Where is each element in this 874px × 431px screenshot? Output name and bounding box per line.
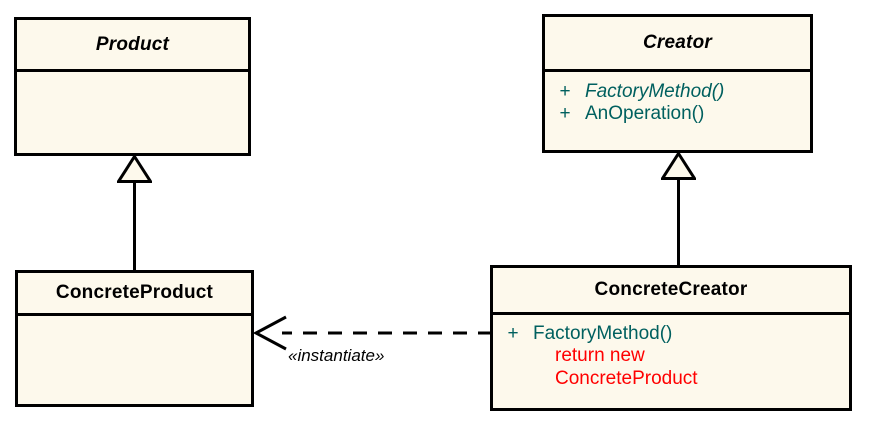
dependency-stereotype-label: «instantiate»: [288, 346, 385, 365]
member-name-anoperation: AnOperation(): [585, 103, 705, 125]
class-name-compartment-concretecreator: ConcreteCreator: [493, 268, 849, 315]
dependency-instantiate-arrow: [252, 314, 494, 352]
class-box-product[interactable]: Product: [14, 17, 251, 156]
class-box-concretecreator[interactable]: ConcreteCreator + FactoryMethod() return…: [490, 265, 852, 411]
class-member-row: + FactoryMethod(): [493, 323, 849, 345]
class-member-row: + FactoryMethod(): [545, 81, 810, 103]
class-member-row: + AnOperation(): [545, 103, 810, 125]
class-name-concreteproduct: ConcreteProduct: [55, 282, 214, 303]
class-name-compartment-creator: Creator: [545, 17, 810, 72]
generalization-arrowhead-product: [117, 155, 152, 183]
generalization-line-product: [133, 181, 136, 272]
member-visibility: +: [507, 323, 519, 344]
generalization-line-creator: [677, 178, 680, 267]
class-box-concreteproduct[interactable]: ConcreteProduct: [15, 270, 254, 407]
generalization-arrowhead-creator: [661, 152, 696, 180]
class-members-compartment-creator: + FactoryMethod() + AnOperation(): [545, 72, 810, 150]
class-name-product: Product: [95, 33, 170, 55]
class-members-compartment-concreteproduct: [18, 316, 251, 404]
class-members-compartment-product: [17, 72, 248, 153]
class-name-compartment-concreteproduct: ConcreteProduct: [18, 273, 251, 316]
member-name-factorymethod: FactoryMethod(): [585, 81, 725, 102]
class-name-concretecreator: ConcreteCreator: [594, 279, 748, 300]
member-visibility: +: [559, 103, 571, 125]
member-name-factorymethod: FactoryMethod(): [533, 323, 673, 344]
class-name-compartment-product: Product: [17, 20, 248, 72]
class-members-compartment-concretecreator: + FactoryMethod() return new ConcretePro…: [493, 315, 849, 408]
class-box-creator[interactable]: Creator + FactoryMethod() + AnOperation(…: [542, 14, 813, 153]
member-note-line: return new: [555, 345, 645, 367]
class-name-creator: Creator: [643, 32, 712, 53]
member-note-line: ConcreteProduct: [555, 367, 698, 389]
member-visibility: +: [559, 81, 571, 102]
